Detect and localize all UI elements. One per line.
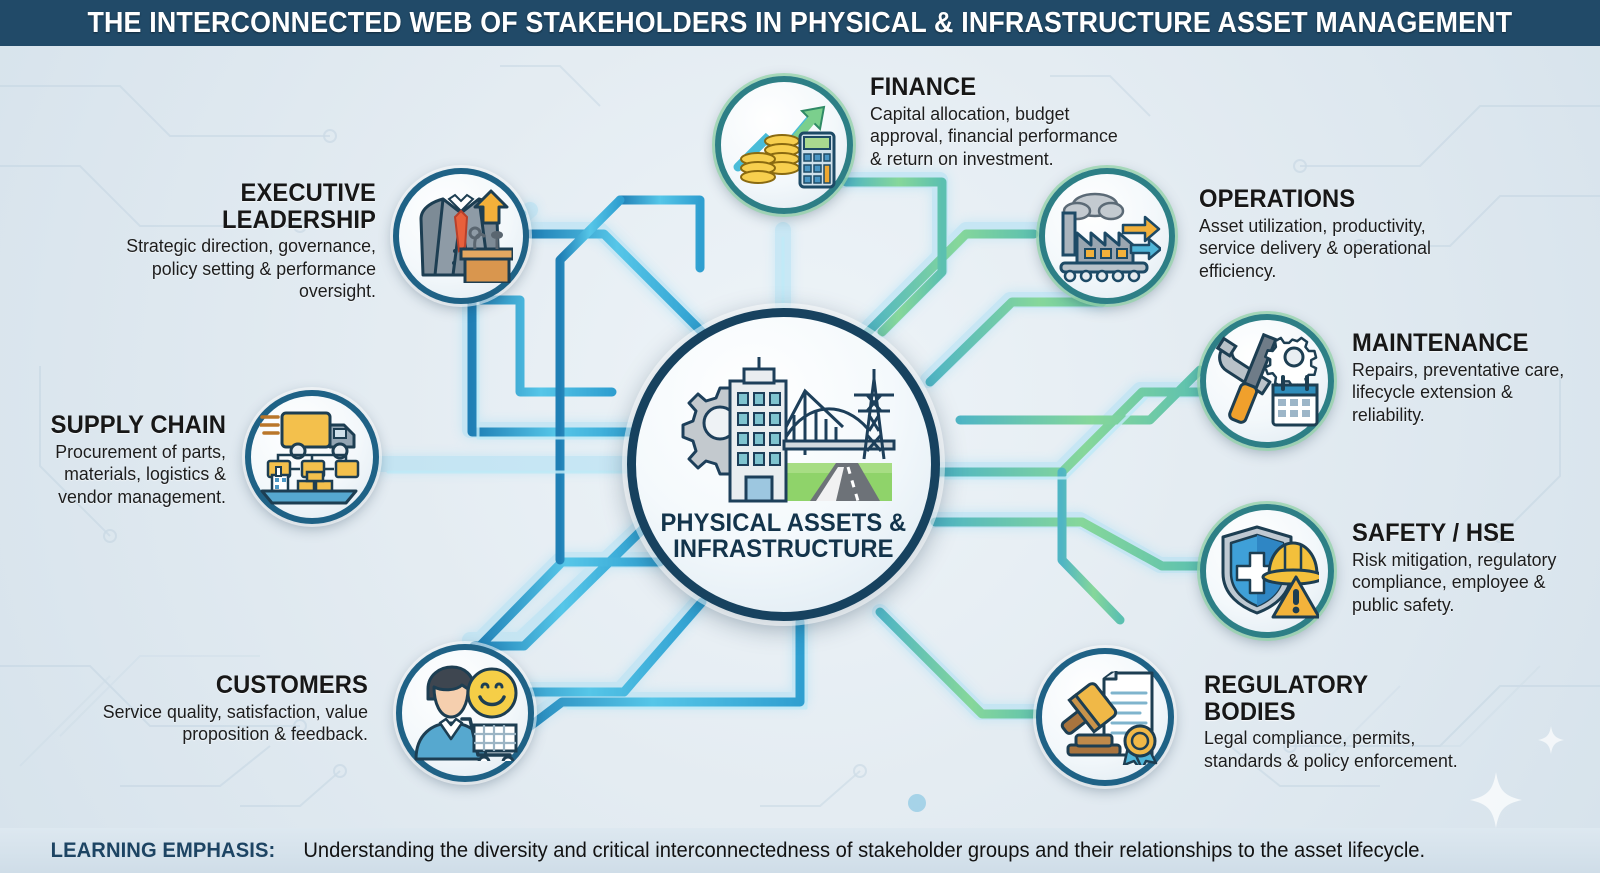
hub-title: PHYSICAL ASSETS & INFRASTRUCTURE xyxy=(660,509,907,563)
label-regulatory-bodies: REGULATORY BODIES Legal compliance, perm… xyxy=(1204,672,1472,772)
node-customers[interactable] xyxy=(396,644,534,782)
person-smiley-cart-icon xyxy=(414,665,518,761)
city-bridge-powerline-gear-icon xyxy=(681,357,895,503)
label-supply-chain: SUPPLY CHAIN Procurement of parts, mater… xyxy=(26,412,226,508)
label-supply-chain-title: SUPPLY CHAIN xyxy=(50,411,226,439)
wrench-screwdriver-gear-calendar-icon xyxy=(1215,333,1319,427)
label-safety-hse: SAFETY / HSE Risk mitigation, regulatory… xyxy=(1352,520,1596,616)
label-executive-leadership-desc: Strategic direction, governance, policy … xyxy=(126,235,376,302)
sparkle-decoration-small xyxy=(1538,726,1564,754)
hub-title-line1: PHYSICAL ASSETS & xyxy=(660,509,907,537)
label-operations: OPERATIONS Asset utilization, productivi… xyxy=(1199,186,1467,282)
label-operations-title: OPERATIONS xyxy=(1199,185,1356,213)
label-regulatory-bodies-desc: Legal compliance, permits, standards & p… xyxy=(1204,727,1458,771)
footer-text: Understanding the diversity and critical… xyxy=(303,838,1426,862)
label-regulatory-bodies-title: REGULATORY BODIES xyxy=(1204,671,1368,726)
circuit-pattern-decoration xyxy=(0,65,1600,807)
central-hub-physical-assets[interactable]: PHYSICAL ASSETS & INFRASTRUCTURE xyxy=(627,308,940,621)
gavel-document-seal-icon xyxy=(1060,671,1158,765)
label-maintenance-desc: Repairs, preventative care, lifecycle ex… xyxy=(1352,358,1565,425)
label-supply-chain-desc: Procurement of parts, materials, logisti… xyxy=(55,440,227,507)
footer-label: LEARNING EMPHASIS: xyxy=(50,838,276,862)
label-customers: CUSTOMERS Service quality, satisfaction,… xyxy=(80,672,368,746)
shield-hardhat-warning-icon xyxy=(1221,525,1319,619)
label-customers-desc: Service quality, satisfaction, value pro… xyxy=(102,700,368,745)
sparkle-decoration-dot xyxy=(908,794,926,812)
label-safety-hse-desc: Risk mitigation, regulatory compliance, … xyxy=(1352,548,1557,615)
label-maintenance-title: MAINTENANCE xyxy=(1352,329,1529,357)
footer-bar: LEARNING EMPHASIS: Understanding the div… xyxy=(0,828,1600,873)
label-finance: FINANCE Capital allocation, budget appro… xyxy=(870,74,1142,170)
label-finance-title: FINANCE xyxy=(870,73,977,101)
node-safety-hse[interactable] xyxy=(1200,504,1334,638)
label-operations-desc: Asset utilization, productivity, service… xyxy=(1199,214,1431,281)
footer-content: LEARNING EMPHASIS: Understanding the div… xyxy=(0,839,1448,863)
page-title: THE INTERCONNECTED WEB OF STAKEHOLDERS I… xyxy=(87,6,1513,39)
node-finance[interactable] xyxy=(715,76,853,214)
growth-arrow-coins-calculator-icon xyxy=(733,105,836,189)
sparkle-decoration-large xyxy=(1470,772,1522,828)
factory-conveyor-icon xyxy=(1059,192,1161,283)
label-finance-desc: Capital allocation, budget approval, fin… xyxy=(870,102,1118,169)
node-maintenance[interactable] xyxy=(1200,314,1334,448)
node-executive-leadership[interactable] xyxy=(393,168,529,304)
label-maintenance: MAINTENANCE Repairs, preventative care, … xyxy=(1352,330,1596,426)
label-safety-hse-title: SAFETY / HSE xyxy=(1352,519,1516,547)
hub-title-line2: INFRASTRUCTURE xyxy=(673,534,894,563)
label-executive-leadership: EXECUTIVE LEADERSHIP Strategic direction… xyxy=(80,180,376,303)
node-supply-chain[interactable] xyxy=(245,390,379,524)
truck-network-ship-icon xyxy=(260,411,360,505)
label-customers-title: CUSTOMERS xyxy=(215,671,368,699)
label-executive-leadership-title: EXECUTIVE LEADERSHIP xyxy=(221,179,376,234)
business-suit-podium-icon xyxy=(419,189,513,283)
node-operations[interactable] xyxy=(1039,168,1175,304)
node-regulatory-bodies[interactable] xyxy=(1036,648,1174,786)
header-bar: THE INTERCONNECTED WEB OF STAKEHOLDERS I… xyxy=(0,0,1600,46)
